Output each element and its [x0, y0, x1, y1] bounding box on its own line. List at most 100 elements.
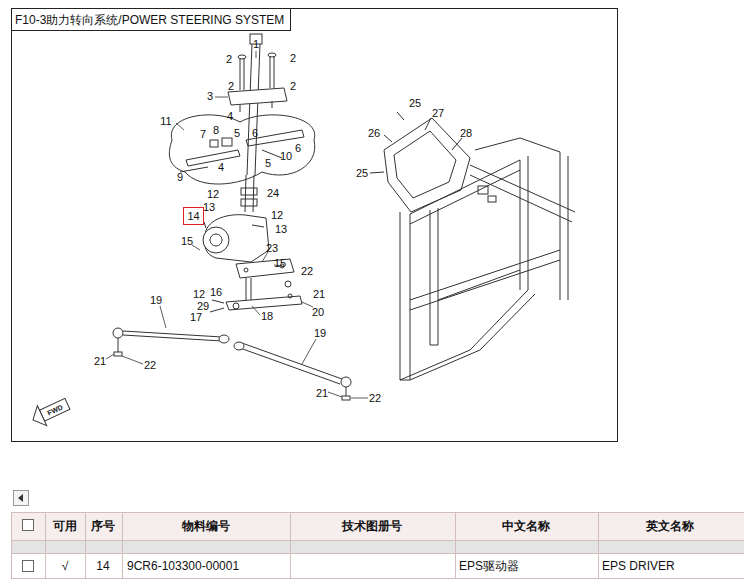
drawing-part: [568, 156, 569, 300]
callout-number: 4: [227, 110, 233, 122]
callout-number: 3: [207, 90, 213, 102]
drawing-part: [240, 58, 241, 90]
drawing-part: [252, 306, 260, 315]
drawing-part: [176, 123, 184, 130]
drawing-part: [384, 135, 392, 142]
drawing-part: [215, 97, 228, 98]
drawing-part: [370, 172, 384, 173]
drawing-part: [11, 553, 744, 554]
drawing-part: [351, 398, 368, 399]
drawing-part: [244, 58, 245, 90]
callout-number: 26: [368, 127, 380, 139]
callout-number: 5: [265, 157, 271, 169]
table-cell: 9CR6-103300-00001: [127, 559, 239, 573]
callout-number: 8: [213, 124, 219, 136]
drawing-part: [272, 101, 273, 108]
drawing-part: [410, 350, 480, 380]
callout-number: 20: [312, 306, 324, 318]
drawing-part: [410, 250, 560, 300]
drawing-part: [270, 56, 271, 88]
callout-number: 27: [432, 107, 444, 119]
table-cell: 中文名称: [502, 519, 550, 533]
drawing-part: [452, 138, 462, 150]
drawing-part: [252, 225, 264, 227]
drawing-part: [470, 290, 528, 350]
drawing-part: [11, 541, 744, 553]
drawing-part: [268, 53, 276, 57]
frame-and-mount: [370, 112, 575, 380]
drawing-part: [488, 196, 496, 202]
callout-number: 13: [203, 201, 215, 213]
table-cell: 可用: [53, 519, 77, 533]
callout-number: 21: [316, 387, 328, 399]
drawing-part: [410, 160, 520, 214]
callout-number: 19: [150, 294, 162, 306]
drawing-part: [39, 398, 69, 421]
callout-number: 15: [181, 235, 193, 247]
drawing-part: [400, 212, 401, 380]
table-cell: √: [62, 559, 69, 573]
callout-number: 1: [253, 38, 259, 50]
drawing-part: [210, 234, 222, 246]
callout-number: 10: [280, 150, 292, 162]
callout-number: 13: [275, 223, 287, 235]
drawing-part: [430, 210, 431, 345]
drawing-part: [470, 165, 575, 212]
drawing-part: [210, 140, 218, 147]
drawing-part: [203, 227, 229, 253]
drawing-part: [274, 56, 275, 88]
drawing-part: [285, 281, 291, 287]
callout-number: 16: [210, 286, 222, 298]
drawing-part: [241, 199, 257, 206]
drawing-part: [11, 512, 12, 579]
drawing-part: [288, 294, 292, 298]
callout-number: 19: [314, 327, 326, 339]
drawing-part: [520, 138, 560, 152]
drawing-part: [180, 167, 208, 172]
callout-number: 12: [207, 188, 219, 200]
callout-number: 15: [274, 257, 286, 269]
callout-number: 22: [301, 265, 313, 277]
callout-number: 25: [356, 167, 368, 179]
drawing-part: [478, 186, 488, 194]
drawing-part: [23, 561, 34, 572]
drawing-part: [394, 131, 456, 198]
callout-number: 22: [369, 392, 381, 404]
callout-number: 18: [261, 310, 273, 322]
drawing-part: [11, 540, 744, 541]
drawing-part: [262, 150, 282, 158]
callout-number: 4: [218, 161, 224, 173]
drawing-part: [475, 138, 520, 150]
drawing-part: [410, 214, 411, 380]
drawing-part: [480, 294, 535, 350]
drawing-part: [384, 118, 470, 212]
drawing-part: [14, 491, 29, 506]
drawing-part: [302, 339, 316, 364]
steering-column: [169, 34, 314, 312]
drawing-part: [346, 387, 347, 396]
drawing-part: [169, 115, 314, 184]
callout-number: 2: [290, 52, 296, 64]
drawing-part: [222, 138, 232, 146]
drawing-part: [212, 300, 224, 303]
drawing-part: [160, 306, 166, 328]
drawing-part: [341, 377, 351, 387]
callout-number: 2: [228, 80, 234, 92]
drawing-part: [228, 88, 287, 105]
table-cell: 序号: [91, 519, 115, 533]
drawing-part: [410, 170, 520, 224]
drawing-part: [241, 188, 257, 195]
leader-lines: [106, 51, 368, 398]
drawing-part: [528, 156, 529, 290]
drawing-part: [410, 260, 560, 310]
table-cell: 14: [96, 559, 109, 573]
callout-number: 21: [313, 288, 325, 300]
drawing-part: [106, 354, 114, 359]
drawing-part: [114, 352, 122, 356]
drawing-part: [470, 175, 572, 222]
drawing-part: [238, 55, 246, 59]
callout-number: 11: [160, 115, 171, 127]
drawing-part: [247, 44, 252, 175]
callout-number: 12: [271, 209, 283, 221]
callout-number: 24: [267, 187, 279, 199]
